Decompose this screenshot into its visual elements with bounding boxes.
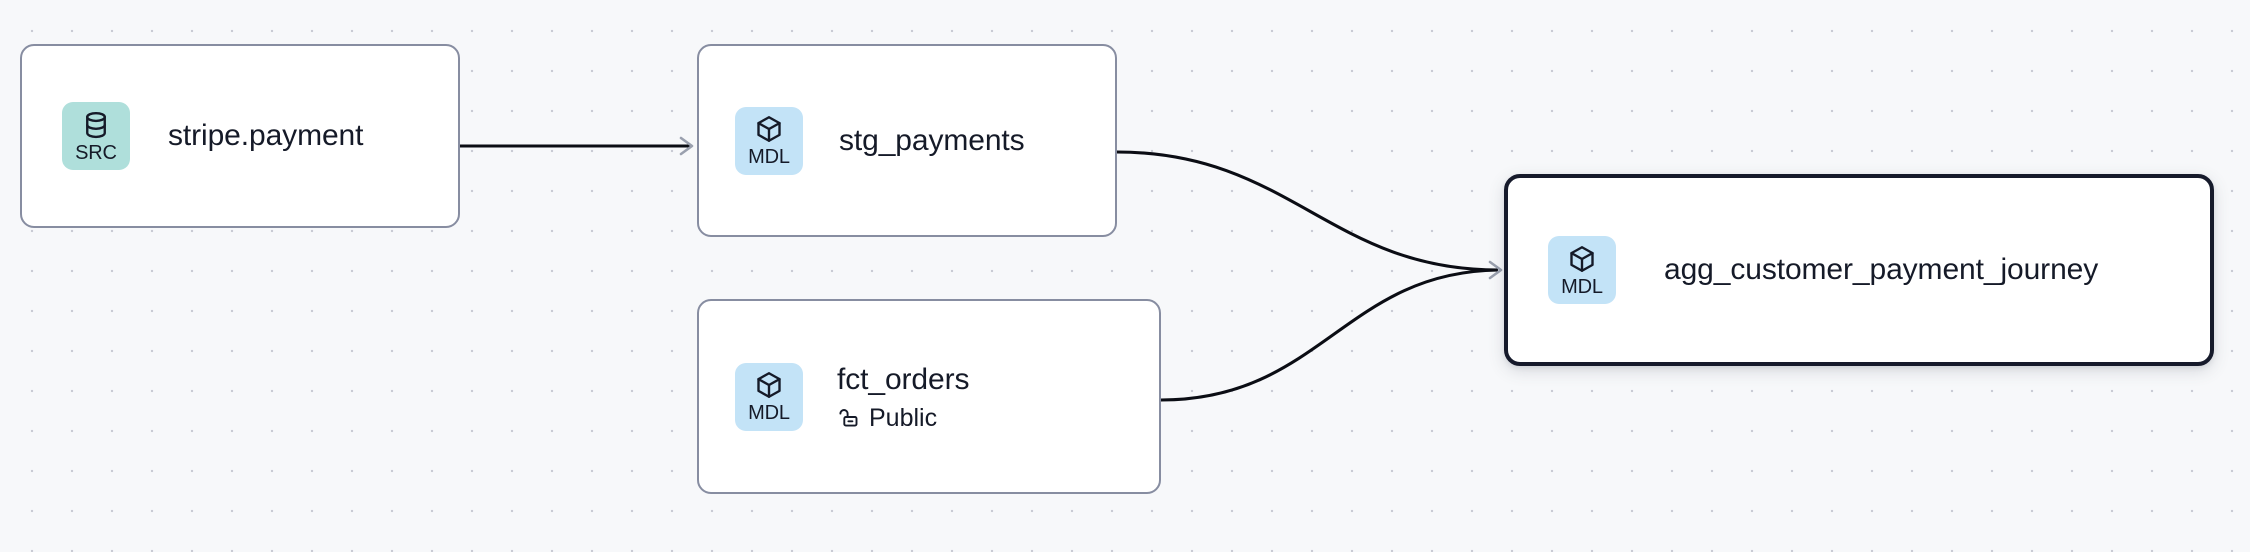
node-title: agg_customer_payment_journey bbox=[1664, 253, 2099, 286]
badge-model-label: MDL bbox=[748, 402, 790, 424]
node-title: stg_payments bbox=[839, 123, 1025, 157]
badge-source-label: SRC bbox=[75, 141, 117, 164]
node-stripe-payment[interactable]: SRC stripe.payment bbox=[20, 44, 460, 228]
node-body: agg_customer_payment_journey bbox=[1664, 251, 2098, 289]
badge-model: MDL bbox=[735, 362, 803, 431]
database-icon bbox=[86, 111, 106, 138]
cube-icon bbox=[757, 116, 781, 142]
edge-stg-to-agg bbox=[1116, 150, 1499, 272]
node-body: stg_payments bbox=[839, 122, 1025, 160]
unlock-icon bbox=[839, 408, 858, 427]
cube-icon bbox=[1570, 245, 1594, 272]
badge-model: MDL bbox=[735, 106, 803, 175]
edge-arrowhead-stg bbox=[679, 136, 694, 156]
badge-model: MDL bbox=[1548, 236, 1616, 304]
badge-model-label: MDL bbox=[748, 146, 790, 168]
node-title: fct_orders bbox=[837, 362, 970, 396]
edge-arrowhead-agg bbox=[1488, 260, 1503, 280]
badge-source: SRC bbox=[62, 102, 130, 170]
node-body: fct_orders Public bbox=[837, 361, 969, 433]
node-visibility-label: Public bbox=[869, 403, 938, 432]
node-agg-customer-payment-journey[interactable]: MDL agg_customer_payment_journey bbox=[1504, 174, 2214, 366]
cube-icon bbox=[757, 372, 781, 398]
node-fct-orders[interactable]: MDL fct_orders Public bbox=[697, 299, 1161, 494]
node-body: stripe.payment bbox=[168, 117, 363, 155]
edge-fct-to-agg bbox=[1160, 268, 1499, 402]
badge-model-label: MDL bbox=[1561, 275, 1603, 298]
node-title: stripe.payment bbox=[168, 119, 364, 152]
node-stg-payments[interactable]: MDL stg_payments bbox=[697, 44, 1117, 237]
node-visibility: Public bbox=[837, 403, 969, 433]
